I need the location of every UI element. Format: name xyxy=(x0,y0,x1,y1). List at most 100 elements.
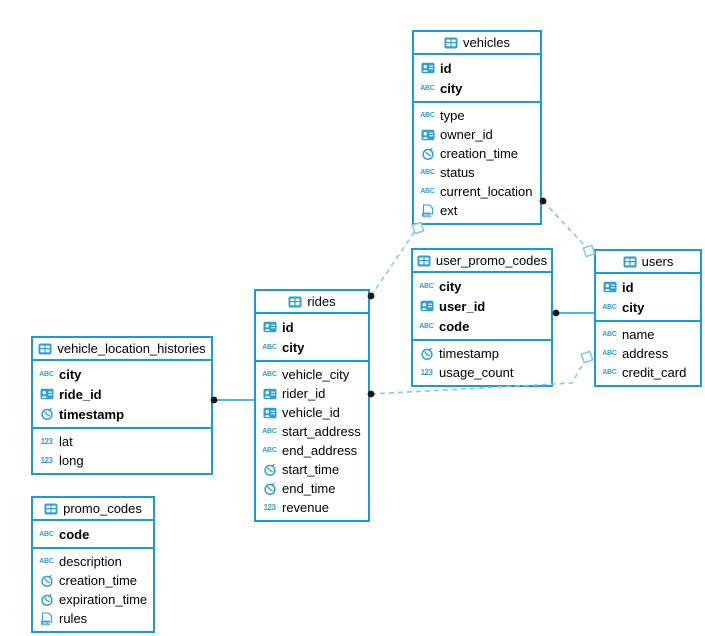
abc-icon: ABC xyxy=(262,343,277,351)
abc-icon: ABC xyxy=(420,84,435,92)
column-label: ride_id xyxy=(59,386,102,402)
column-label: city xyxy=(59,366,82,382)
table-header[interactable]: vehicles xyxy=(414,32,540,55)
column-row-vehicle_id[interactable]: vehicle_id xyxy=(256,403,368,422)
column-row-id[interactable]: id xyxy=(256,317,368,337)
abc-icon: ABC xyxy=(602,303,617,311)
column-row-credit_card[interactable]: ABC credit_card xyxy=(596,363,700,382)
column-label: creation_time xyxy=(59,573,138,588)
column-label: creation_time xyxy=(440,146,519,161)
id-badge-icon xyxy=(601,281,618,293)
table-icon xyxy=(288,296,302,308)
column-row-start_time[interactable]: start_time xyxy=(256,460,368,479)
table-header[interactable]: user_promo_codes xyxy=(413,250,551,273)
column-row-expiration_time[interactable]: expiration_time xyxy=(33,590,153,609)
column-row-end_address[interactable]: ABC end_address xyxy=(256,441,368,460)
primary-key-section: ABC code xyxy=(33,521,153,549)
number-icon: 123 xyxy=(263,503,276,512)
number-icon: 123 xyxy=(420,368,433,377)
column-row-owner_id[interactable]: owner_id xyxy=(414,125,540,144)
abc-icon: ABC xyxy=(39,558,54,565)
column-label: address xyxy=(622,346,669,361)
column-label: credit_card xyxy=(622,365,687,380)
column-row-timestamp[interactable]: timestamp xyxy=(33,404,211,424)
abc-icon: ABC xyxy=(602,369,617,376)
abc-icon: ABC xyxy=(39,530,54,538)
column-row-creation_time[interactable]: creation_time xyxy=(414,144,540,163)
column-label: city xyxy=(282,339,305,355)
column-row-user_id[interactable]: user_id xyxy=(413,296,551,316)
column-row-ride_id[interactable]: ride_id xyxy=(33,384,211,404)
id-badge-icon xyxy=(261,407,278,419)
table-header[interactable]: users xyxy=(596,251,700,274)
table-header[interactable]: promo_codes xyxy=(33,498,153,521)
column-label: end_time xyxy=(282,481,336,496)
column-label: revenue xyxy=(282,500,329,515)
column-label: id xyxy=(622,279,634,295)
abc-icon: ABC xyxy=(262,447,277,454)
table-name: vehicle_location_histories xyxy=(57,341,206,356)
column-label: code xyxy=(439,318,470,334)
abc-icon: ABC xyxy=(420,112,435,119)
column-row-creation_time[interactable]: creation_time xyxy=(33,571,153,590)
column-row-timestamp[interactable]: timestamp xyxy=(413,344,551,363)
abc-icon: ABC xyxy=(39,370,54,378)
column-label: lat xyxy=(59,434,73,449)
column-row-rider_id[interactable]: rider_id xyxy=(256,384,368,403)
column-label: vehicle_id xyxy=(282,405,340,420)
column-row-id[interactable]: id xyxy=(414,58,540,78)
column-row-id[interactable]: id xyxy=(596,277,700,297)
column-row-city[interactable]: ABC city xyxy=(33,364,211,384)
column-label: end_address xyxy=(282,443,358,458)
column-label: ext xyxy=(440,203,458,218)
clock-icon xyxy=(261,463,278,477)
id-badge-icon xyxy=(419,129,436,141)
abc-icon: ABC xyxy=(420,169,435,176)
column-label: owner_id xyxy=(440,127,493,142)
table-icon xyxy=(623,256,637,268)
column-row-end_time[interactable]: end_time xyxy=(256,479,368,498)
clock-icon xyxy=(419,147,436,161)
table-header[interactable]: rides xyxy=(256,291,368,314)
abc-icon: ABC xyxy=(262,371,277,378)
table-header[interactable]: vehicle_location_histories xyxy=(33,338,211,361)
column-row-revenue[interactable]: 123 revenue xyxy=(256,498,368,517)
column-row-city[interactable]: ABC city xyxy=(256,337,368,357)
column-row-code[interactable]: ABC code xyxy=(33,524,153,544)
column-label: rules xyxy=(59,611,88,626)
column-label: code xyxy=(59,526,90,542)
table-name: promo_codes xyxy=(63,501,142,516)
column-label: current_location xyxy=(440,184,533,199)
id-badge-icon xyxy=(261,321,278,333)
clock-icon xyxy=(38,574,55,588)
abc-icon: ABC xyxy=(262,428,277,435)
